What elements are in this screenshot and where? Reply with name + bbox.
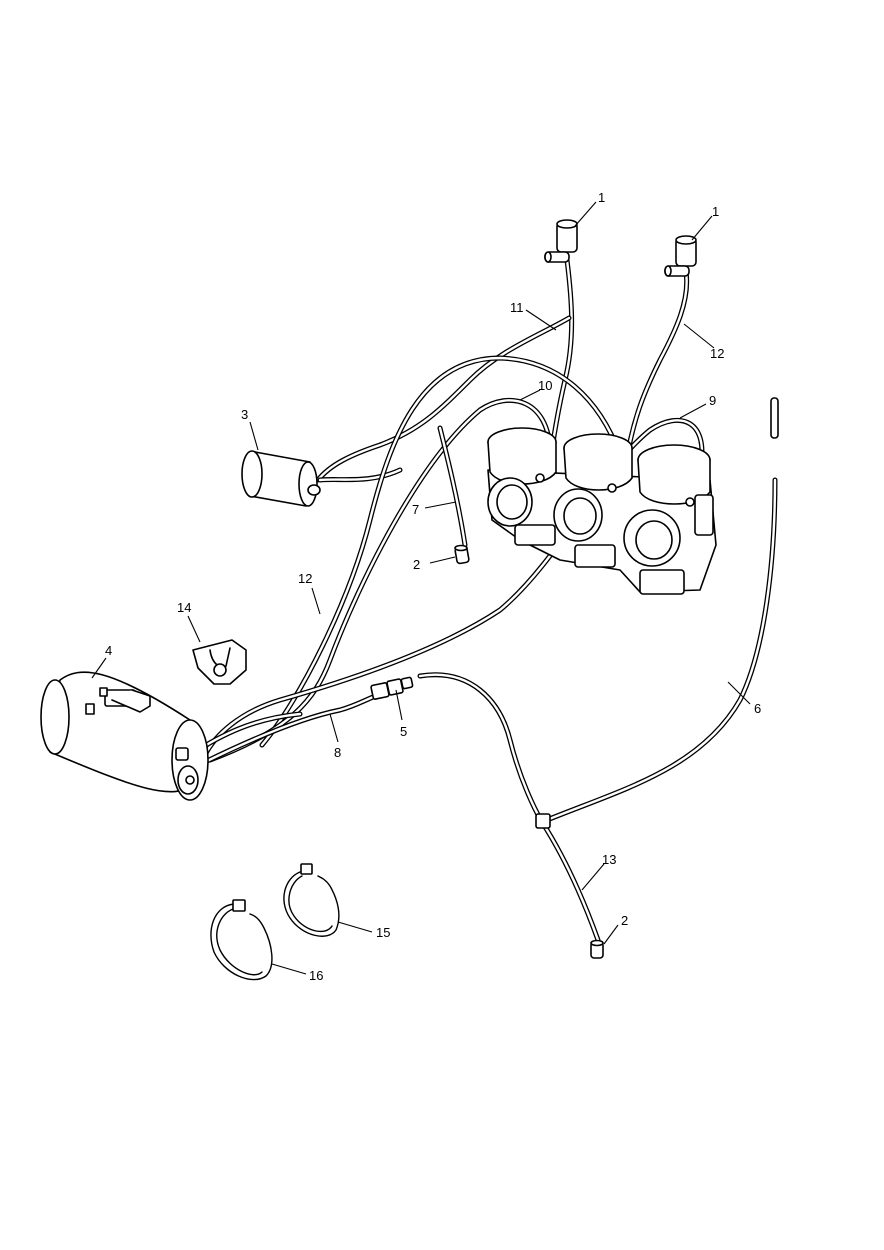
canister-4 bbox=[40, 671, 209, 801]
cap-2-lower bbox=[590, 939, 604, 959]
callout-8: 8 bbox=[334, 745, 341, 760]
cap-2-upper bbox=[454, 544, 470, 565]
callout-12-left: 12 bbox=[298, 571, 312, 586]
callout-15: 15 bbox=[376, 925, 390, 940]
callout-labels: 1 1 2 2 3 4 5 6 7 8 9 10 11 12 12 13 14 … bbox=[105, 190, 761, 983]
clamp-15 bbox=[283, 863, 340, 937]
callout-2-upper: 2 bbox=[413, 557, 420, 572]
callout-12-right: 12 bbox=[710, 346, 724, 361]
hoses bbox=[195, 257, 778, 943]
clip-14 bbox=[192, 639, 247, 685]
restrictor-5 bbox=[370, 676, 414, 700]
leader-lines bbox=[91, 201, 751, 975]
elbow-1-right bbox=[664, 235, 697, 277]
callout-2-lower: 2 bbox=[621, 913, 628, 928]
callout-14: 14 bbox=[177, 600, 191, 615]
callout-3: 3 bbox=[241, 407, 248, 422]
carburettor-assembly bbox=[487, 427, 717, 595]
t-piece bbox=[535, 813, 551, 829]
callout-10: 10 bbox=[538, 378, 552, 393]
callout-7: 7 bbox=[412, 502, 419, 517]
callout-6: 6 bbox=[754, 701, 761, 716]
callout-5: 5 bbox=[400, 724, 407, 739]
tube-6-top bbox=[770, 397, 779, 439]
callout-1-right: 1 bbox=[712, 204, 719, 219]
callout-9: 9 bbox=[709, 393, 716, 408]
elbow-1-left bbox=[544, 219, 578, 263]
callout-4: 4 bbox=[105, 643, 112, 658]
callout-11: 11 bbox=[510, 300, 524, 315]
callout-13: 13 bbox=[602, 852, 616, 867]
callout-1-left: 1 bbox=[598, 190, 605, 205]
filter-3 bbox=[241, 450, 321, 507]
clamp-16 bbox=[210, 899, 273, 981]
callout-16: 16 bbox=[309, 968, 323, 983]
